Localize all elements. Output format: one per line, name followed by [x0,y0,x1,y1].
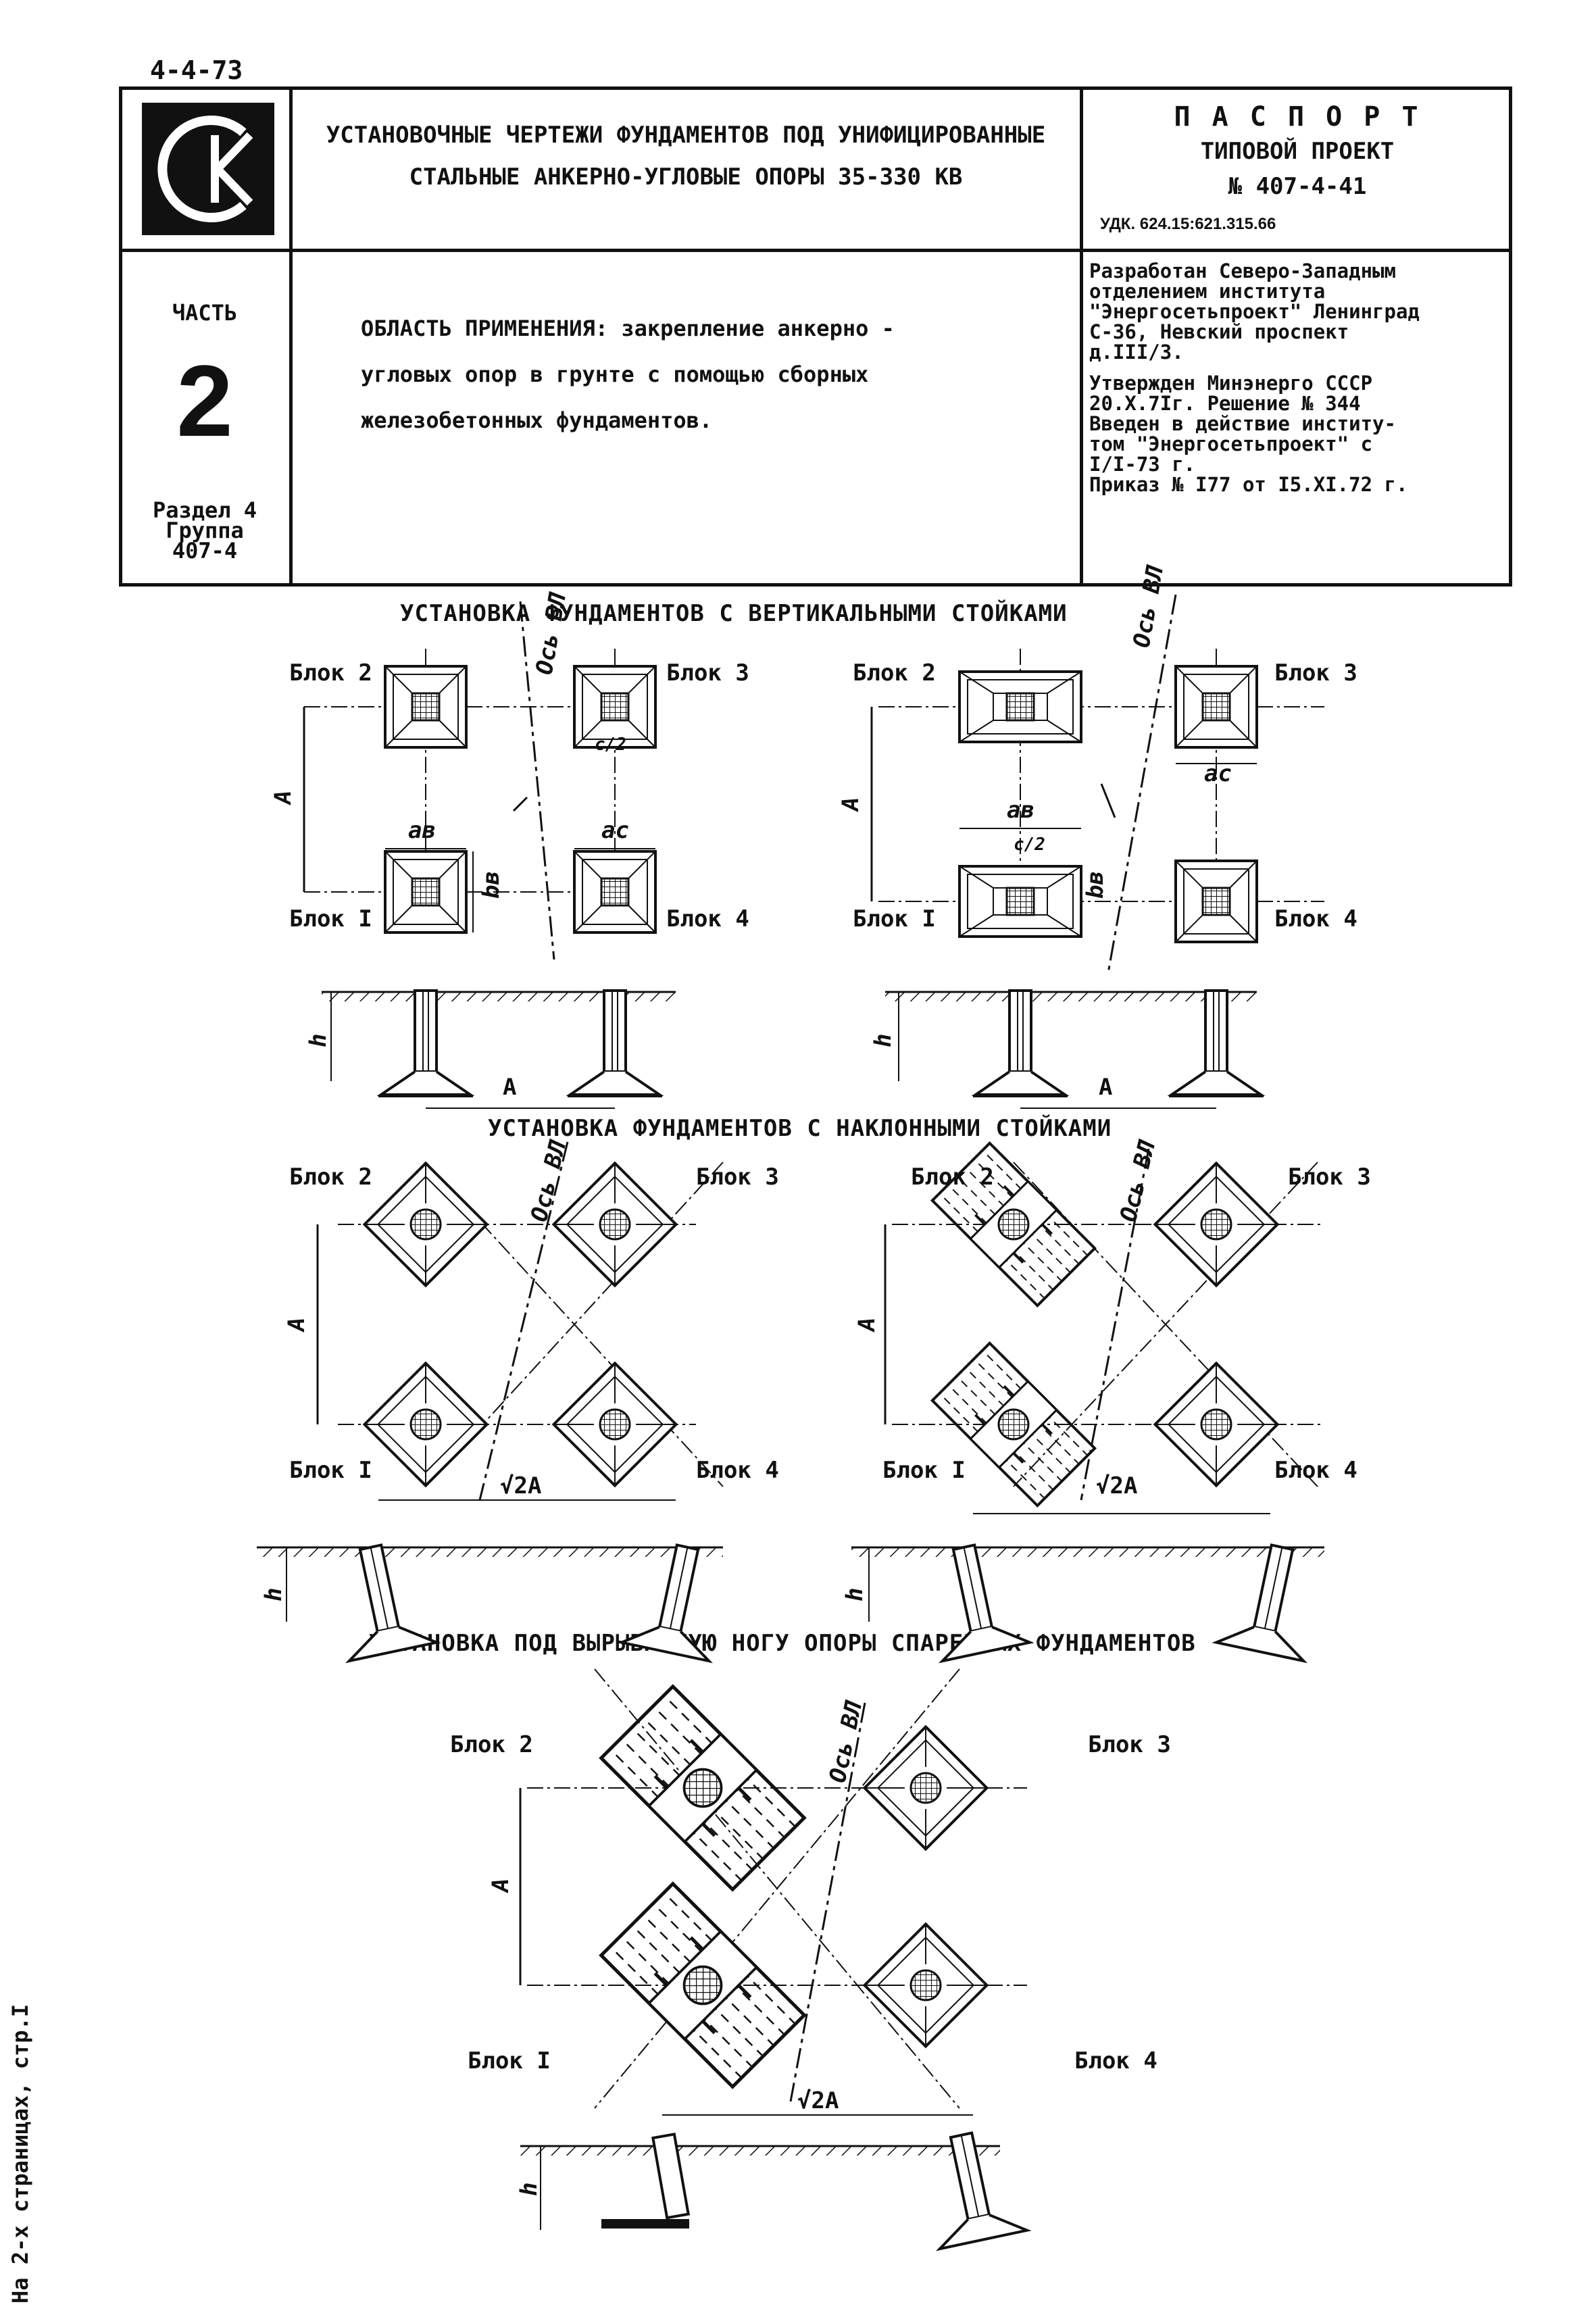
title-divider-2 [1080,86,1083,587]
dim-a-label: A [837,797,864,812]
doc-code: 4-4-73 [150,55,243,85]
plan-inclined-square [316,1141,724,1501]
dim-a-label: A [853,1318,880,1333]
plan-paired [519,1668,1027,2116]
axis-label: Ось ВЛ [1128,563,1169,649]
label-block-1: Блок I [853,905,936,932]
title-divider-h [119,249,1512,252]
title-block [119,86,1512,587]
developer-info-line: С-36, Невский проспект [1089,320,1349,343]
developer-info-line: Приказ № I77 от I5.XI.72 г. [1089,473,1408,496]
axis-label: Ось ВЛ [530,590,572,676]
title-divider-1 [289,86,293,587]
dim-h-label: h [260,1588,287,1601]
scope-line-1: ОБЛАСТЬ ПРИМЕНЕНИЯ: закрепление анкерно … [361,316,895,341]
elevation-paired [520,2124,1028,2251]
section-group: Раздел 4 Группа 407-4 [122,497,288,564]
dim-c2-label: c/2 [595,735,626,755]
developer-info-line: д.III/3. [1089,341,1184,364]
dim-a-label: A [503,1074,516,1101]
dim-sqrt2a-label: √2A [797,2087,839,2114]
developer-info-line: I/I-73 г. [1089,453,1196,476]
label-block-4: Блок 4 [1274,905,1357,932]
dim-ac-label: aс [1204,760,1232,787]
scope-text: ОБЛАСТЬ ПРИМЕНЕНИЯ: закрепление анкерно … [361,305,1070,443]
part-number: 2 [176,344,233,457]
label-block-4: Блок 4 [1274,1457,1357,1484]
dim-a-label: A [487,1878,514,1893]
dim-h-label: h [870,1034,897,1047]
label-block-1: Блок I [289,905,372,932]
elevation-vertical [322,989,1265,1109]
dim-a-label: A [283,1318,310,1333]
group-number: 407-4 [172,538,238,564]
dim-sqrt2a-label: √2A [1096,1472,1137,1499]
label-block-2: Блок 2 [450,1731,533,1758]
label-block-1: Блок I [468,2047,551,2074]
label-block-2: Блок 2 [289,659,372,687]
developer-info-line: отделением института [1089,280,1326,303]
label-block-2: Блок 2 [289,1164,372,1191]
section-title-inclined: УСТАНОВКА ФУНДАМЕНТОВ С НАКЛОННЫМИ СТОЙК… [488,1115,1112,1142]
dim-sqrt2a-label: √2A [500,1472,541,1499]
dim-ab-label: aв [408,817,436,844]
label-block-2: Блок 2 [853,659,936,687]
developer-info-line: "Энергосетьпроект" Ленинград [1089,300,1420,323]
dim-bb-label: bв [478,871,505,899]
part-label: ЧАСТЬ [172,300,238,326]
section-label: Раздел 4 [152,497,257,523]
dim-ab-label: aв [1007,797,1034,824]
label-block-4: Блок 4 [696,1457,779,1484]
developer-info-line: 20.X.7Iг. Решение № 344 [1089,392,1361,415]
group-label: Группа [166,518,244,543]
dim-a-label: A [1099,1074,1112,1101]
plan-vertical-square [303,601,657,960]
label-block-3: Блок 3 [696,1164,779,1191]
label-block-1: Блок I [882,1457,966,1484]
axis-label: Ось ВЛ [824,1698,868,1785]
developer-info-line: Утвержден Минэнерго СССР [1089,372,1373,395]
dim-h-label: h [516,2183,543,2196]
label-block-4: Блок 4 [666,905,749,932]
elevation-inclined [257,1537,1328,1663]
section-title-paired: УСТАНОВКА ПОД ВЫРЫВАЕМУЮ НОГУ ОПОРЫ СПАР… [369,1630,1196,1657]
dim-c2-label: c/2 [1014,835,1045,855]
dim-a-label: A [270,791,297,805]
label-block-3: Блок 3 [1288,1164,1371,1191]
dim-h-label: h [305,1034,332,1047]
dim-h-label: h [841,1588,868,1601]
section-title-vertical: УСТАНОВКА ФУНДАМЕНТОВ С ВЕРТИКАЛЬНЫМИ СТ… [400,600,1068,627]
developer-info-line: Введен в действие институ- [1089,412,1396,435]
developer-info-line: том "Энергосетьпроект" с [1089,432,1373,455]
axis-label: Ось ВЛ [1115,1137,1162,1224]
dim-bb-label: bв [1082,871,1109,899]
project-number: № 407-4-41 [1228,173,1367,200]
doc-title-line2: СТАЛЬНЫЕ АНКЕРНО-УГЛОВЫЕ ОПОРЫ 35-330 КВ [409,164,963,191]
label-block-3: Блок 3 [666,659,749,687]
dim-ac-label: aс [601,817,629,844]
project-type: ТИПОВОЙ ПРОЕКТ [1200,138,1395,165]
label-block-1: Блок I [289,1457,372,1484]
developer-info-line: Разработан Северо-Западным [1089,259,1396,282]
passport-label: П А С П О Р Т [1174,101,1421,132]
label-block-3: Блок 3 [1088,1731,1171,1758]
udk-code: УДК. 624.15:621.315.66 [1100,215,1276,233]
plan-vertical-rect [870,594,1324,974]
label-block-4: Блок 4 [1074,2047,1157,2074]
plan-inclined-rect [884,1141,1324,1514]
scope-line-2: угловых опор в грунте с помощью сборных [361,362,869,387]
company-logo [142,103,274,235]
doc-title-line1: УСТАНОВОЧНЫЕ ЧЕРТЕЖИ ФУНДАМЕНТОВ ПОД УНИ… [326,122,1046,149]
label-block-3: Блок 3 [1274,659,1357,687]
scope-line-3: железобетонных фундаментов. [361,407,713,433]
